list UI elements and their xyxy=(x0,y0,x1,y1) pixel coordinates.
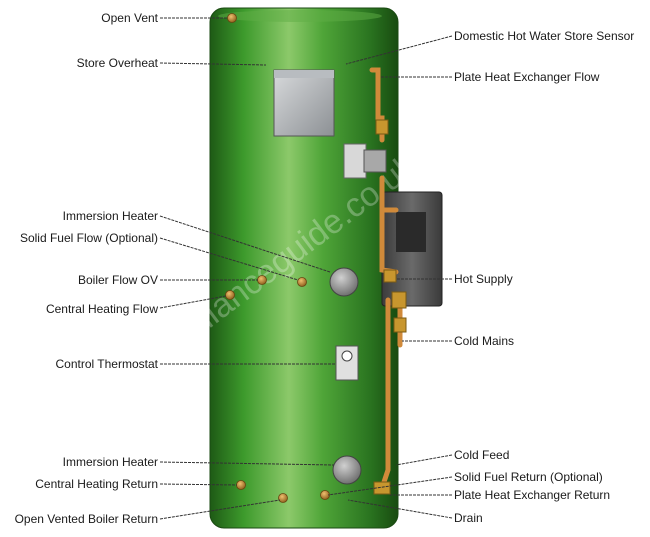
pump-head xyxy=(363,149,387,173)
label-dhw-store-sensor: Domestic Hot Water Store Sensor xyxy=(454,29,635,43)
label-immersion-heater-upper: Immersion Heater xyxy=(62,209,158,223)
label-open-vent: Open Vent xyxy=(101,11,158,25)
immersion-heater-upper-boss xyxy=(329,267,359,297)
label-cold-mains: Cold Mains xyxy=(454,334,515,348)
control-thermostat-box xyxy=(335,345,359,381)
label-central-heating-flow: Central Heating Flow xyxy=(45,302,158,316)
label-plate-hx-return: Plate Heat Exchanger Return xyxy=(454,488,611,502)
thermostat-dial xyxy=(341,350,353,362)
label-store-overheat: Store Overheat xyxy=(76,56,158,70)
phx-plate xyxy=(396,212,426,252)
immersion-heater-lower-boss xyxy=(332,455,362,485)
label-central-heating-return: Central Heating Return xyxy=(35,477,158,491)
control-box xyxy=(273,69,335,137)
label-solid-fuel-flow: Solid Fuel Flow (Optional) xyxy=(19,231,158,245)
label-solid-fuel-return: Solid Fuel Return (Optional) xyxy=(454,470,603,484)
cylinder-top-highlight xyxy=(218,10,382,22)
label-boiler-flow-ov: Boiler Flow OV xyxy=(77,273,158,287)
pump xyxy=(343,143,367,179)
leader-lines xyxy=(159,17,453,520)
label-immersion-heater-lower: Immersion Heater xyxy=(62,455,158,469)
label-drain: Drain xyxy=(454,511,483,525)
label-open-vented-boiler-return: Open Vented Boiler Return xyxy=(14,512,158,526)
control-box-top xyxy=(274,70,334,78)
valves xyxy=(373,119,407,495)
label-hot-supply: Hot Supply xyxy=(454,272,513,286)
label-plate-hx-flow: Plate Heat Exchanger Flow xyxy=(454,70,600,84)
label-cold-feed: Cold Feed xyxy=(454,448,510,462)
label-control-thermostat: Control Thermostat xyxy=(55,357,159,371)
